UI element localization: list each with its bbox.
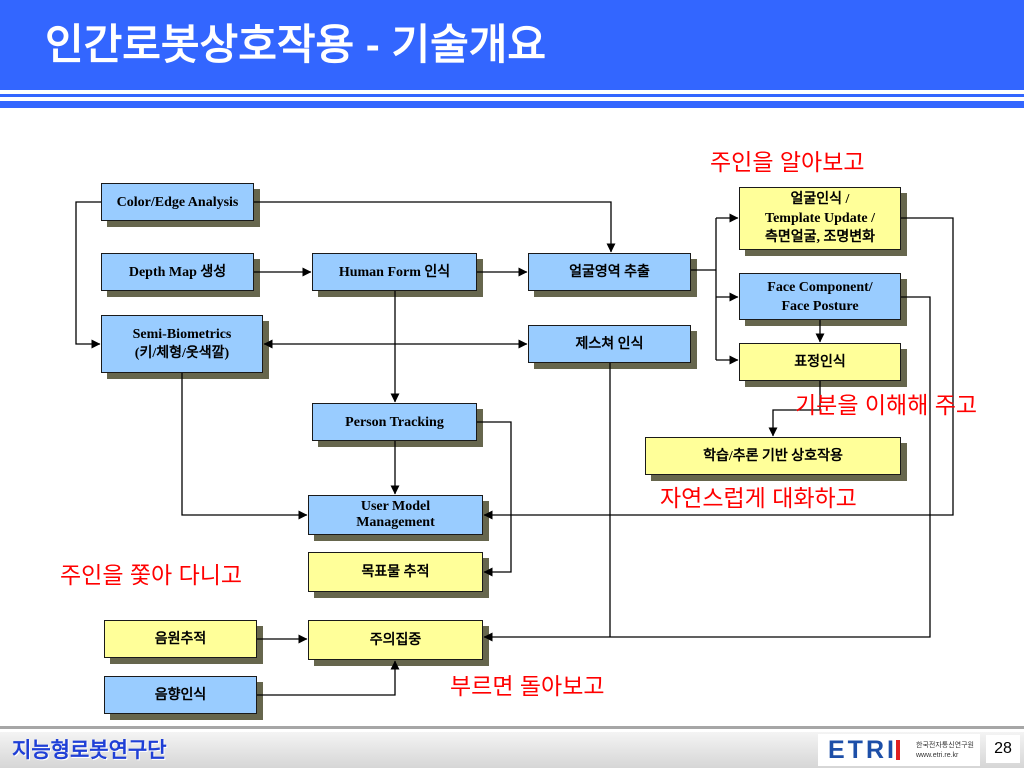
node-person-tracking: Person Tracking — [312, 403, 477, 441]
node-expression: 표정인식 — [739, 343, 901, 381]
node-target-tracking: 목표물 추적 — [308, 552, 483, 592]
logo-url: www.etri.re.kr — [916, 752, 959, 759]
node-label: Depth Map 생성 — [128, 264, 227, 280]
node-attention: 주의집중 — [308, 620, 483, 660]
title-bar: 인간로봇상호작용 - 기술개요 — [0, 0, 1024, 90]
annotation-turn-when-called: 부르면 돌아보고 — [450, 673, 605, 699]
logo-org-name: 한국전자통신연구원 — [916, 742, 974, 749]
node-label: Semi-Biometrics — [132, 327, 232, 342]
node-label: 얼굴인식 / — [790, 192, 850, 207]
node-label: Color/Edge Analysis — [116, 194, 239, 210]
page-number: 28 — [986, 735, 1020, 763]
node-sound-source: 음원추적 — [104, 620, 257, 658]
header-divider-thick — [0, 101, 1024, 108]
node-gesture: 제스쳐 인식 — [528, 325, 691, 363]
node-label: Human Form 인식 — [338, 264, 451, 280]
node-label: 제스쳐 인식 — [575, 336, 644, 352]
node-label: 표정인식 — [794, 354, 846, 370]
annotation-natural-talk: 자연스럽게 대화하고 — [660, 485, 857, 511]
node-face-region: 얼굴영역 추출 — [528, 253, 691, 291]
node-face-recognition: 얼굴인식 / Template Update / 측면얼굴, 조명변화 — [739, 187, 901, 250]
node-label: 측면얼굴, 조명변화 — [764, 230, 876, 245]
slide-title: 인간로봇상호작용 - 기술개요 — [45, 21, 547, 68]
node-learning-interaction: 학습/추론 기반 상호작용 — [645, 437, 901, 475]
node-label: (키/체형/옷색깔) — [134, 346, 230, 361]
arrow-semi-biometrics-to-user-model — [181, 373, 308, 520]
node-face-component: Face Component/ Face Posture — [739, 273, 901, 320]
node-label: Face Component/ — [767, 279, 873, 295]
arrow-color-edge-to-face-region — [254, 201, 616, 253]
node-label: 주의집중 — [369, 632, 422, 648]
node-label: 음원추적 — [154, 631, 207, 647]
node-human-form: Human Form 인식 — [312, 253, 477, 291]
node-label: Face Posture — [781, 298, 859, 314]
footer-organization: 지능형로봇연구단 — [12, 739, 167, 762]
node-label: 음향인식 — [154, 687, 207, 703]
node-sound-recognition: 음향인식 — [104, 676, 257, 714]
header-divider-thin — [0, 94, 1024, 97]
logo-accent-mark — [896, 740, 900, 760]
node-label: Person Tracking — [345, 414, 444, 430]
node-label: 학습/추론 기반 상호작용 — [703, 448, 843, 464]
annotation-recognize-owner: 주인을 알아보고 — [710, 149, 865, 175]
node-label: 얼굴영역 추출 — [569, 264, 650, 280]
etri-logo: ETRI 한국전자통신연구원 www.etri.re.kr — [818, 734, 980, 766]
node-label: 목표물 추적 — [361, 564, 430, 580]
annotation-follow-owner: 주인을 쫓아 다니고 — [60, 562, 243, 588]
annotation-understand-mood: 기분을 이해해 주고 — [795, 392, 978, 418]
node-label: Template Update / — [765, 211, 875, 226]
line-face-region-branch — [691, 218, 717, 360]
node-semi-biometrics: Semi-Biometrics (키/체형/옷색깔) — [101, 315, 263, 373]
arrow-sound-recognition-to-attention — [257, 660, 400, 696]
footer-divider — [0, 726, 1024, 729]
node-user-model: User Model Management — [308, 495, 483, 535]
node-label: Management — [356, 515, 435, 530]
node-color-edge-analysis: Color/Edge Analysis — [101, 183, 254, 221]
node-label: User Model — [360, 499, 431, 514]
logo-wordmark: ETRI — [828, 736, 897, 764]
node-depth-map: Depth Map 생성 — [101, 253, 254, 291]
arrow-color-edge-to-semi-biometrics — [75, 201, 101, 349]
